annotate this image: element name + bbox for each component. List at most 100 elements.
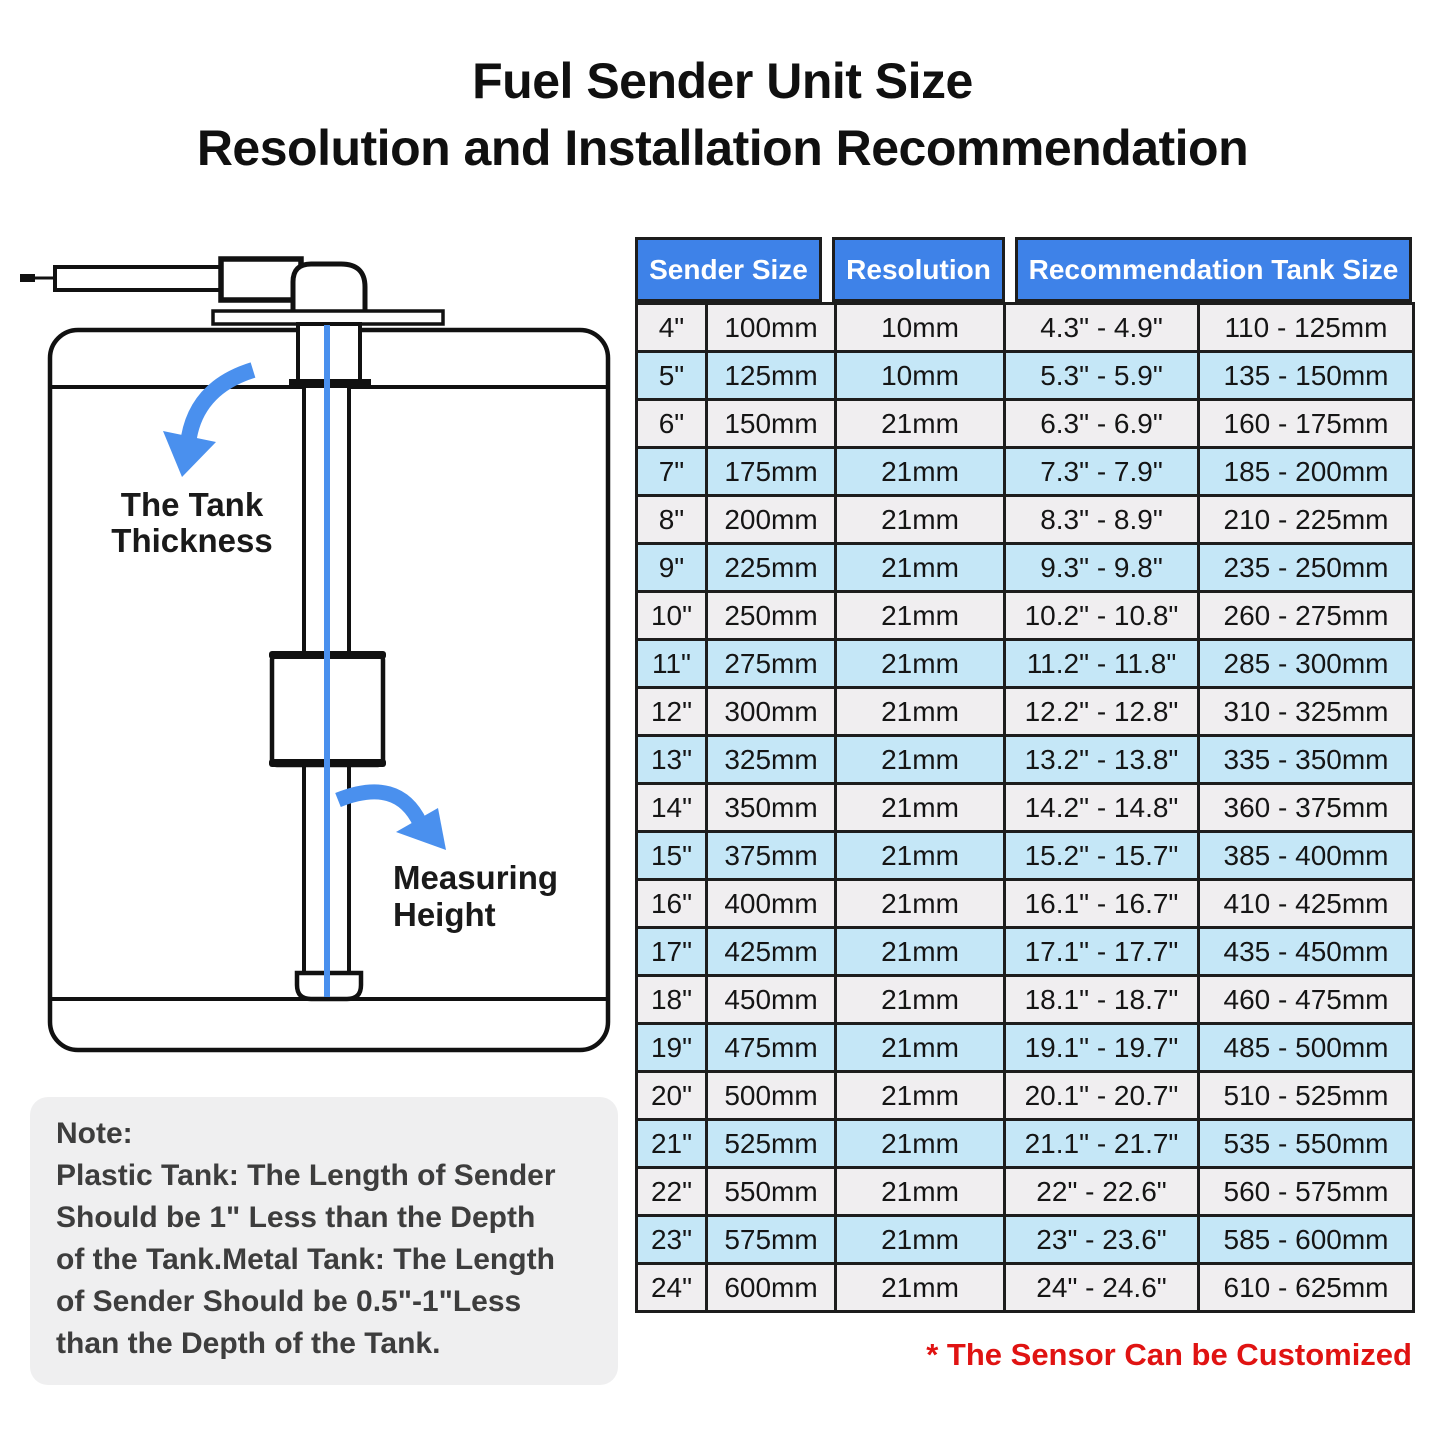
table-cell: 18.1" - 18.7": [1003, 974, 1200, 1025]
page-title-line2: Resolution and Installation Recommendati…: [196, 120, 1249, 176]
table-cell: 15": [635, 830, 708, 881]
table-cell: 20.1" - 20.7": [1003, 1070, 1200, 1121]
table-cell: 8.3" - 8.9": [1003, 494, 1200, 545]
table-cell: 21mm: [834, 926, 1006, 977]
table-cell: 325mm: [705, 734, 837, 785]
tank-thickness-label-line2: Thickness: [111, 522, 272, 559]
table-cell: 21mm: [834, 830, 1006, 881]
table-cell: 100mm: [705, 302, 837, 353]
table-cell: 21mm: [834, 1214, 1006, 1265]
table-cell: 110 - 125mm: [1197, 302, 1415, 353]
table-cell: 10mm: [834, 302, 1006, 353]
table-cell: 13.2" - 13.8": [1003, 734, 1200, 785]
table-cell: 475mm: [705, 1022, 837, 1073]
table-cell: 19": [635, 1022, 708, 1073]
tank-thickness-arrow: [163, 362, 256, 477]
table-cell: 20": [635, 1070, 708, 1121]
table-cell: 285 - 300mm: [1197, 638, 1415, 689]
table-cell: 21mm: [834, 1166, 1006, 1217]
table-cell: 10": [635, 590, 708, 641]
sender-elbow-head: [290, 261, 368, 318]
table-cell: 12": [635, 686, 708, 737]
size-table: Sender Size Resolution Recommendation Ta…: [635, 237, 1415, 1313]
measuring-height-label-line1: Measuring: [393, 859, 558, 896]
table-cell: 21mm: [834, 398, 1006, 449]
table-cell: 350mm: [705, 782, 837, 833]
table-cell: 5.3" - 5.9": [1003, 350, 1200, 401]
table-cell: 610 - 625mm: [1197, 1262, 1415, 1313]
table-cell: 21mm: [834, 446, 1006, 497]
table-cell: 510 - 525mm: [1197, 1070, 1415, 1121]
table-cell: 21mm: [834, 782, 1006, 833]
fuel-sender-diagram: The Tank Thickness Measuring Height: [20, 256, 611, 1053]
table-cell: 22" - 22.6": [1003, 1166, 1200, 1217]
table-cell: 450mm: [705, 974, 837, 1025]
table-cell: 410 - 425mm: [1197, 878, 1415, 929]
table-header-row: Sender Size Resolution Recommendation Ta…: [635, 237, 1412, 302]
table-cell: 200mm: [705, 494, 837, 545]
table-cell: 15.2" - 15.7": [1003, 830, 1200, 881]
table-cell: 11.2" - 11.8": [1003, 638, 1200, 689]
table-cell: 260 - 275mm: [1197, 590, 1415, 641]
table-cell: 17.1" - 17.7": [1003, 926, 1200, 977]
tank-thickness-label-line1: The Tank: [121, 486, 264, 523]
sender-connector-box: [218, 256, 304, 303]
page-title: Fuel Sender Unit Size Resolution and Ins…: [0, 48, 1445, 182]
table-cell: 310 - 325mm: [1197, 686, 1415, 737]
table-cell: 585 - 600mm: [1197, 1214, 1415, 1265]
table-cell: 160 - 175mm: [1197, 398, 1415, 449]
table-cell: 485 - 500mm: [1197, 1022, 1415, 1073]
table-cell: 10mm: [834, 350, 1006, 401]
table-cell: 460 - 475mm: [1197, 974, 1415, 1025]
table-cell: 425mm: [705, 926, 837, 977]
table-cell: 400mm: [705, 878, 837, 929]
table-cell: 300mm: [705, 686, 837, 737]
table-cell: 21": [635, 1118, 708, 1169]
table-cell: 12.2" - 12.8": [1003, 686, 1200, 737]
table-cell: 9.3" - 9.8": [1003, 542, 1200, 593]
table-cell: 135 - 150mm: [1197, 350, 1415, 401]
table-cell: 21mm: [834, 734, 1006, 785]
header-recommendation-tank-size: Recommendation Tank Size: [1015, 237, 1412, 302]
table-cell: 23": [635, 1214, 708, 1265]
table-cell: 7": [635, 446, 708, 497]
sender-tube: [53, 265, 229, 292]
table-cell: 23" - 23.6": [1003, 1214, 1200, 1265]
table-cell: 575mm: [705, 1214, 837, 1265]
table-cell: 21mm: [834, 1262, 1006, 1313]
table-cell: 125mm: [705, 350, 837, 401]
header-sender-size: Sender Size: [635, 237, 822, 302]
table-cell: 150mm: [705, 398, 837, 449]
table-cell: 13": [635, 734, 708, 785]
connector-pin: [20, 274, 35, 282]
table-cell: 225mm: [705, 542, 837, 593]
table-cell: 7.3" - 7.9": [1003, 446, 1200, 497]
table-cell: 21mm: [834, 1070, 1006, 1121]
table-cell: 21mm: [834, 1118, 1006, 1169]
table-cell: 21mm: [834, 686, 1006, 737]
table-cell: 375mm: [705, 830, 837, 881]
page-title-line1: Fuel Sender Unit Size: [472, 53, 973, 109]
table-cell: 8": [635, 494, 708, 545]
table-cell: 24" - 24.6": [1003, 1262, 1200, 1313]
table-cell: 250mm: [705, 590, 837, 641]
table-cell: 550mm: [705, 1166, 837, 1217]
table-cell: 275mm: [705, 638, 837, 689]
table-cell: 10.2" - 10.8": [1003, 590, 1200, 641]
